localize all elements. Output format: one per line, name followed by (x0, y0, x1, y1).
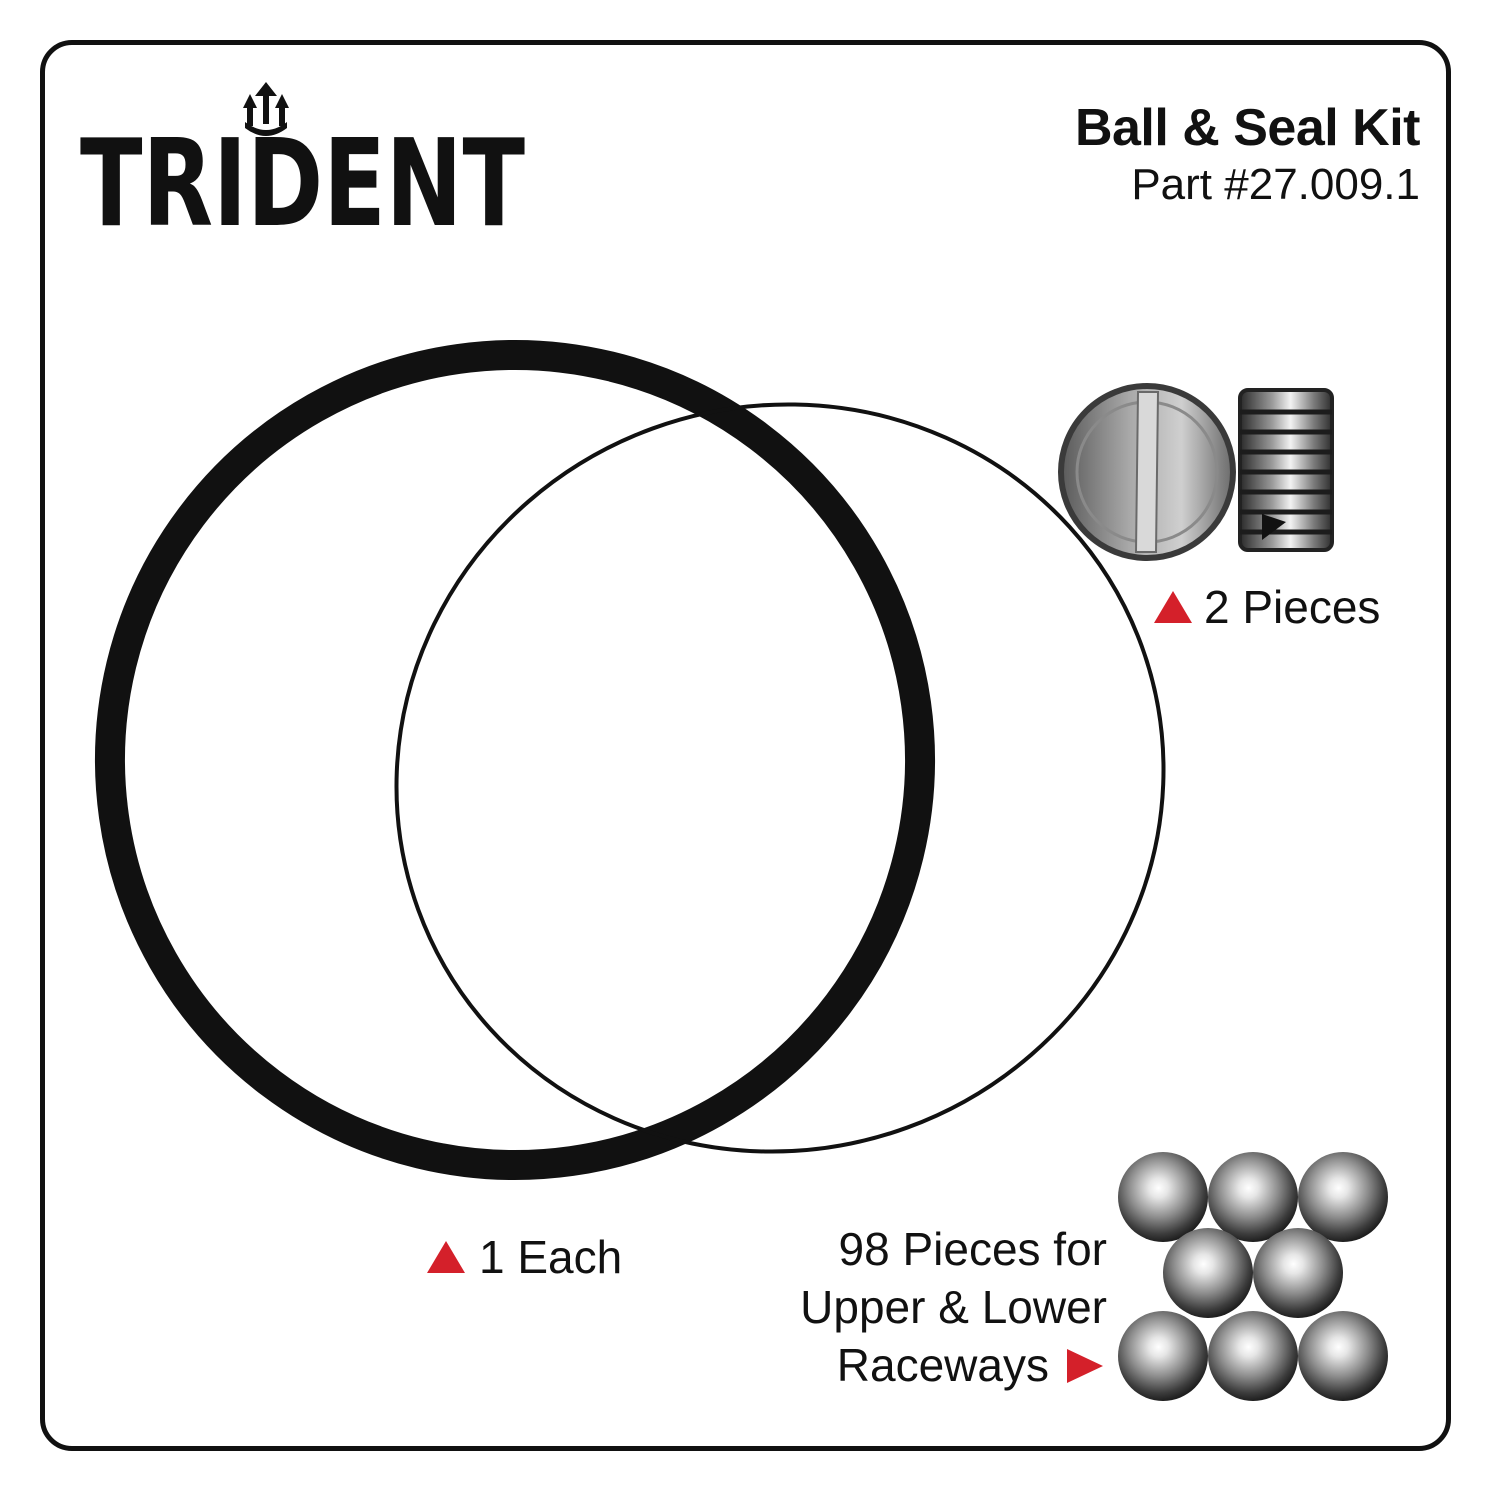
o-rings-quantity-label: 1 Each (425, 1228, 622, 1286)
balls-quantity-label: 98 Pieces for Upper & Lower Raceways (800, 1220, 1107, 1394)
triangle-up-icon (1154, 591, 1192, 623)
balls-label-line-2: Upper & Lower (800, 1281, 1107, 1333)
o-rings-quantity-text: 1 Each (479, 1231, 623, 1283)
product-card-frame (40, 40, 1451, 1451)
steel-balls-image (1118, 1152, 1388, 1401)
triangle-up-icon (427, 1241, 465, 1273)
logo-wordmark: TRIDENT (80, 115, 525, 232)
balls-label-line-3: Raceways (800, 1336, 1107, 1394)
plugs-quantity-label: 2 Pieces (1152, 578, 1380, 636)
balls-label-line-1: 98 Pieces for (838, 1223, 1107, 1275)
plug-face-image (1058, 383, 1236, 561)
trident-icon (243, 82, 289, 136)
balls-label-line-3-text: Raceways (836, 1339, 1049, 1391)
triangle-right-icon (1067, 1349, 1103, 1383)
part-number: Part #27.009.1 (1131, 160, 1420, 209)
title-block: Ball & Seal Kit Part #27.009.1 (1074, 99, 1421, 214)
kit-title: Ball & Seal Kit (1074, 99, 1421, 157)
plug-threaded-image (1238, 388, 1334, 552)
thin-o-ring (394, 402, 1166, 1154)
plugs-quantity-text: 2 Pieces (1204, 581, 1381, 633)
trident-logo: TRIDENT (80, 82, 525, 232)
thick-o-ring (94, 339, 935, 1180)
